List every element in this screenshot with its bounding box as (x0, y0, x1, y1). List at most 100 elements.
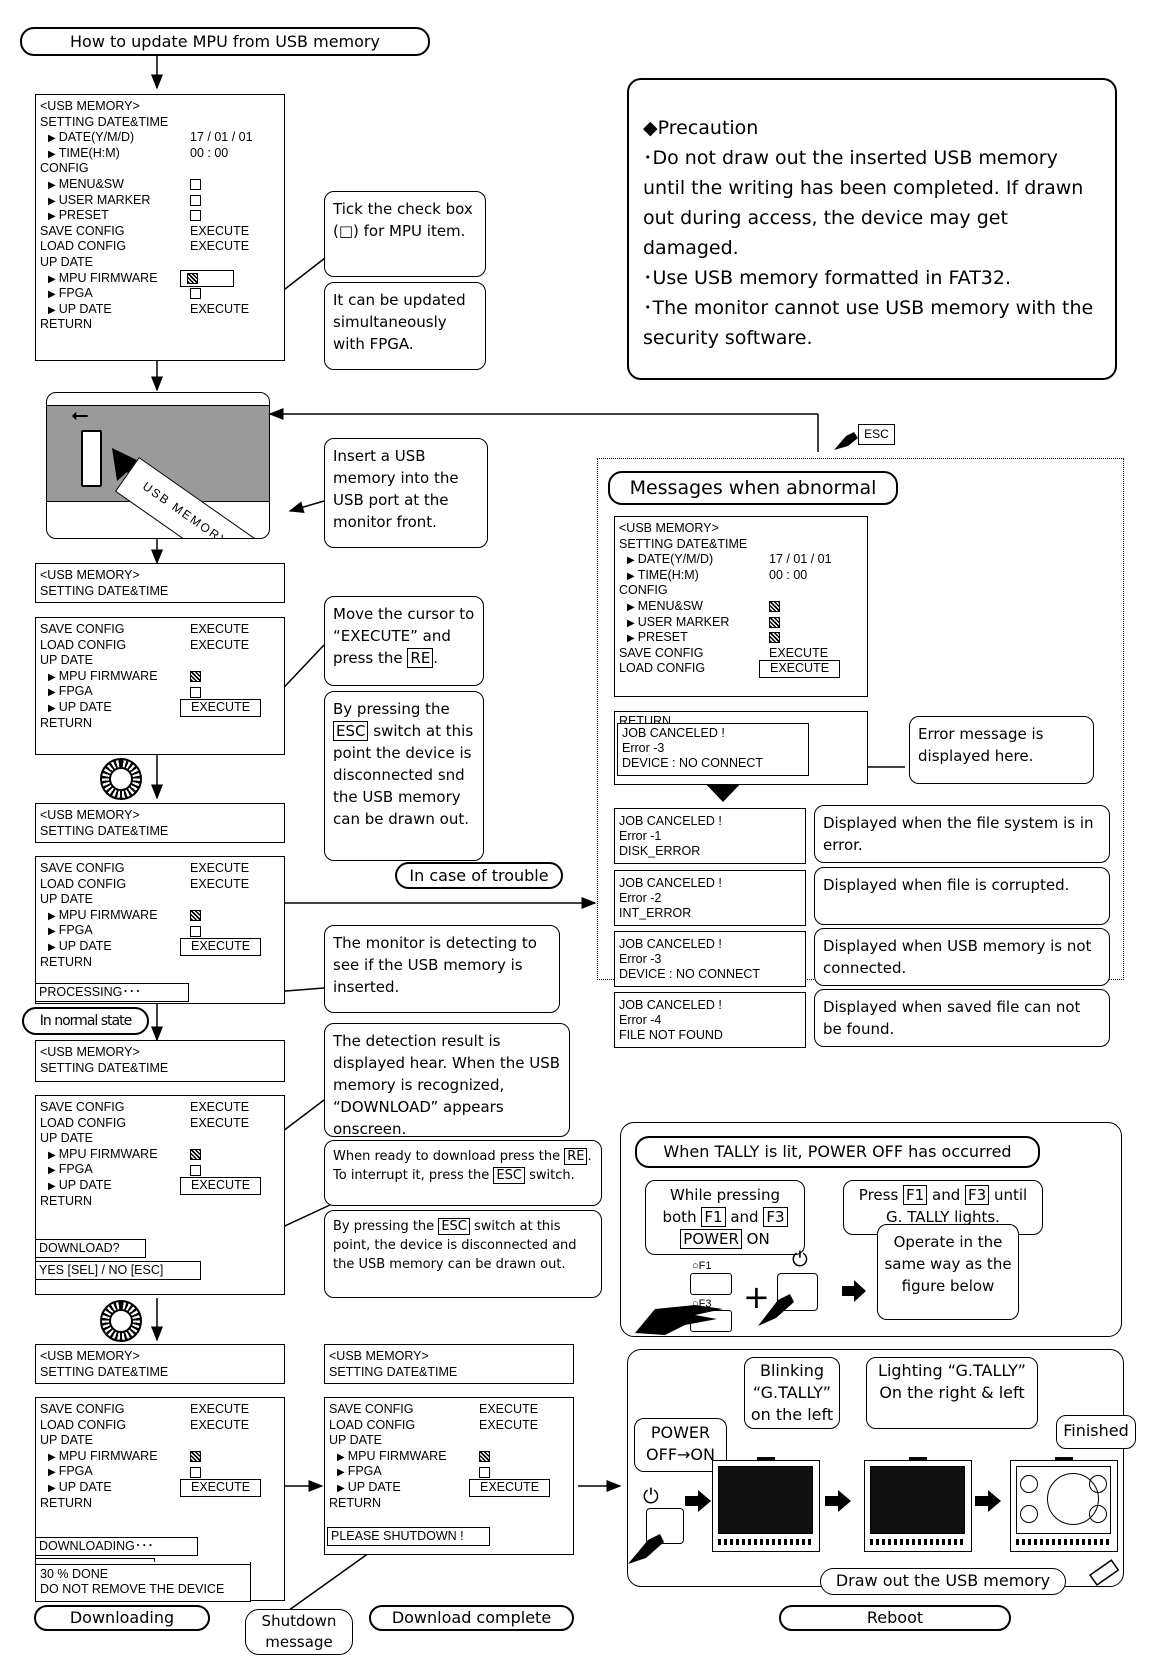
checkbox[interactable] (190, 177, 201, 193)
menu-row[interactable]: RETURN (40, 716, 284, 732)
menu-row[interactable]: FPGA (40, 1162, 284, 1178)
checkbox[interactable] (769, 615, 780, 631)
menu-row[interactable]: USER MARKER (40, 193, 284, 209)
menu-row[interactable]: SETTING DATE&TIME (619, 537, 867, 553)
menu-row[interactable]: MPU FIRMWARE (40, 269, 284, 288)
menu-row[interactable]: UP DATE (40, 892, 284, 908)
checkbox[interactable] (180, 269, 234, 288)
menu-row[interactable]: <USB MEMORY> (40, 99, 284, 115)
menu-row[interactable]: RETURN (40, 1496, 284, 1512)
checkbox[interactable] (190, 193, 201, 209)
menu-row[interactable]: PRESET (40, 208, 284, 224)
menu-row[interactable]: RETURN (40, 955, 284, 971)
menu-row-value: 00 : 00 (190, 145, 229, 160)
menu-row[interactable]: <USB MEMORY> (40, 1349, 284, 1365)
menu-row[interactable]: <USB MEMORY> (40, 1045, 284, 1061)
menu-row[interactable]: RETURN (329, 1496, 573, 1512)
menu-row[interactable]: SETTING DATE&TIME (40, 115, 284, 131)
menu-row[interactable]: UP DATE (40, 1433, 284, 1449)
menu-row[interactable]: MENU&SW (619, 599, 867, 615)
menu-row[interactable]: DATE(Y/M/D)17 / 01 / 01 (619, 552, 867, 568)
checkbox[interactable] (190, 286, 201, 302)
checkbox[interactable] (479, 1449, 490, 1465)
checkbox[interactable] (190, 1464, 201, 1480)
checkbox[interactable] (190, 1162, 201, 1178)
menu-row[interactable]: FPGA (40, 684, 284, 700)
menu-row[interactable]: MPU FIRMWARE (40, 908, 284, 924)
menu-row[interactable]: MPU FIRMWARE (329, 1449, 573, 1465)
menu-row[interactable]: RETURN (40, 1194, 284, 1210)
menu-row[interactable]: UP DATE (329, 1433, 573, 1449)
draw-out-usb-label: Draw out the USB memory (820, 1568, 1066, 1595)
jog-dial-icon (100, 1300, 142, 1342)
menu-row[interactable]: DATE(Y/M/D)17 / 01 / 01 (40, 130, 284, 146)
menu-row[interactable]: TIME(H:M)00 : 00 (619, 568, 867, 584)
checkbox[interactable] (769, 599, 780, 615)
menu-row[interactable]: UP DATE (40, 1131, 284, 1147)
note-finished: Finished (1056, 1415, 1136, 1449)
tally-title: When TALLY is lit, POWER OFF has occurre… (635, 1136, 1040, 1168)
menu-row-label: PRESET (637, 630, 688, 645)
menu-row[interactable]: <USB MEMORY> (40, 808, 284, 824)
menu-row[interactable]: UP DATE (40, 255, 284, 271)
menu-row[interactable]: MENU&SW (40, 177, 284, 193)
menu-row[interactable]: CONFIG (619, 583, 867, 599)
menu-row[interactable]: <USB MEMORY> (619, 521, 867, 537)
menu-row[interactable]: RETURN (40, 317, 284, 333)
menu-row[interactable]: SETTING DATE&TIME (40, 584, 284, 600)
esc-key: ESC (493, 1167, 525, 1184)
menu-row[interactable]: <USB MEMORY> (40, 568, 284, 584)
menu-row[interactable]: TIME(H:M)00 : 00 (40, 146, 284, 162)
menu-row[interactable]: MPU FIRMWARE (40, 1147, 284, 1163)
menu-row[interactable]: SETTING DATE&TIME (40, 1365, 284, 1381)
menu-row[interactable]: FPGA (329, 1464, 573, 1480)
usb-menu-screen-execute: <USB MEMORY>SETTING DATE&TIME (35, 563, 285, 603)
menu-row[interactable]: USER MARKER (619, 615, 867, 631)
menu-row[interactable]: FPGA (40, 286, 284, 302)
checkbox[interactable] (769, 630, 780, 646)
menu-row[interactable]: <USB MEMORY> (329, 1349, 573, 1365)
checkbox[interactable] (190, 1147, 201, 1163)
menu-row-label: MPU FIRMWARE (58, 907, 158, 922)
menu-row[interactable]: SETTING DATE&TIME (329, 1365, 573, 1381)
menu-row[interactable]: SETTING DATE&TIME (40, 1061, 284, 1077)
error-description: Displayed when USB memory is not connect… (814, 928, 1110, 986)
menu-row[interactable]: FPGA (40, 1464, 284, 1480)
checkbox[interactable] (190, 208, 201, 224)
menu-row[interactable]: PRESET (619, 630, 867, 646)
checkbox[interactable] (190, 1449, 201, 1465)
menu-row[interactable]: MPU FIRMWARE (40, 669, 284, 685)
checkbox[interactable] (190, 908, 201, 924)
checkbox[interactable] (190, 669, 201, 685)
checkbox[interactable] (479, 1464, 490, 1480)
menu-row[interactable]: MPU FIRMWARE (40, 1449, 284, 1465)
menu-row[interactable]: UP DATE (40, 653, 284, 669)
menu-row[interactable]: CONFIG (40, 161, 284, 177)
checkbox[interactable] (190, 684, 201, 700)
menu-row[interactable]: SETTING DATE&TIME (40, 824, 284, 840)
power-button (646, 1508, 684, 1544)
menu-row[interactable]: FPGA (40, 923, 284, 939)
checkbox[interactable] (190, 923, 201, 939)
menu-row-label: USER MARKER (637, 614, 730, 629)
